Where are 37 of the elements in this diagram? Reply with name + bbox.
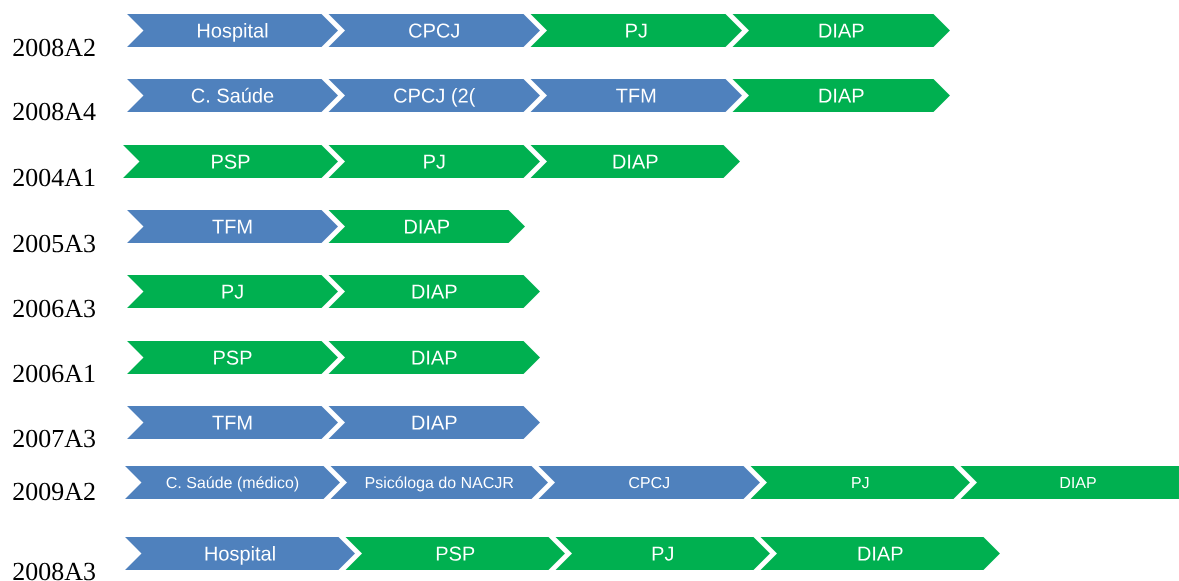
process-step: CPCJ: [538, 466, 760, 499]
row-label: 2008A3: [13, 562, 95, 581]
process-step: PJ: [127, 275, 338, 308]
row-label: 2004A1: [13, 168, 95, 187]
process-step: Hospital: [125, 537, 355, 570]
process-step: CPCJ: [328, 14, 540, 47]
process-step: TFM: [127, 406, 338, 439]
row-label: 2009A2: [13, 482, 95, 501]
process-step: DIAP: [328, 275, 540, 308]
process-step: PJ: [555, 537, 770, 570]
row-label: 2005A3: [13, 234, 95, 253]
row-label: 2007A3: [13, 429, 95, 448]
process-step: CPCJ (2(: [328, 79, 540, 112]
process-step: DIAP: [732, 14, 950, 47]
process-step: PSP: [127, 341, 338, 374]
row-label: 2006A1: [13, 364, 95, 383]
process-step: Hospital: [127, 14, 338, 47]
process-step: DIAP: [960, 466, 1179, 499]
process-step: PJ: [530, 14, 742, 47]
process-step: DIAP: [328, 210, 525, 243]
process-step: DIAP: [328, 406, 540, 439]
process-step: PSP: [345, 537, 565, 570]
process-step: DIAP: [732, 79, 950, 112]
process-step: DIAP: [328, 341, 540, 374]
process-step: TFM: [530, 79, 742, 112]
row-label: 2008A2: [13, 38, 95, 57]
process-step: TFM: [127, 210, 338, 243]
process-step: PJ: [328, 145, 540, 178]
process-step: C. Saúde (médico): [125, 466, 340, 499]
row-label: 2008A4: [13, 102, 96, 121]
process-step: C. Saúde: [127, 79, 338, 112]
process-step: PJ: [750, 466, 970, 499]
process-step: DIAP: [760, 537, 1000, 570]
process-step: Psicóloga do NACJR: [330, 466, 548, 499]
row-label: 2006A3: [13, 299, 95, 318]
process-step: PSP: [123, 145, 338, 178]
process-step: DIAP: [530, 145, 740, 178]
